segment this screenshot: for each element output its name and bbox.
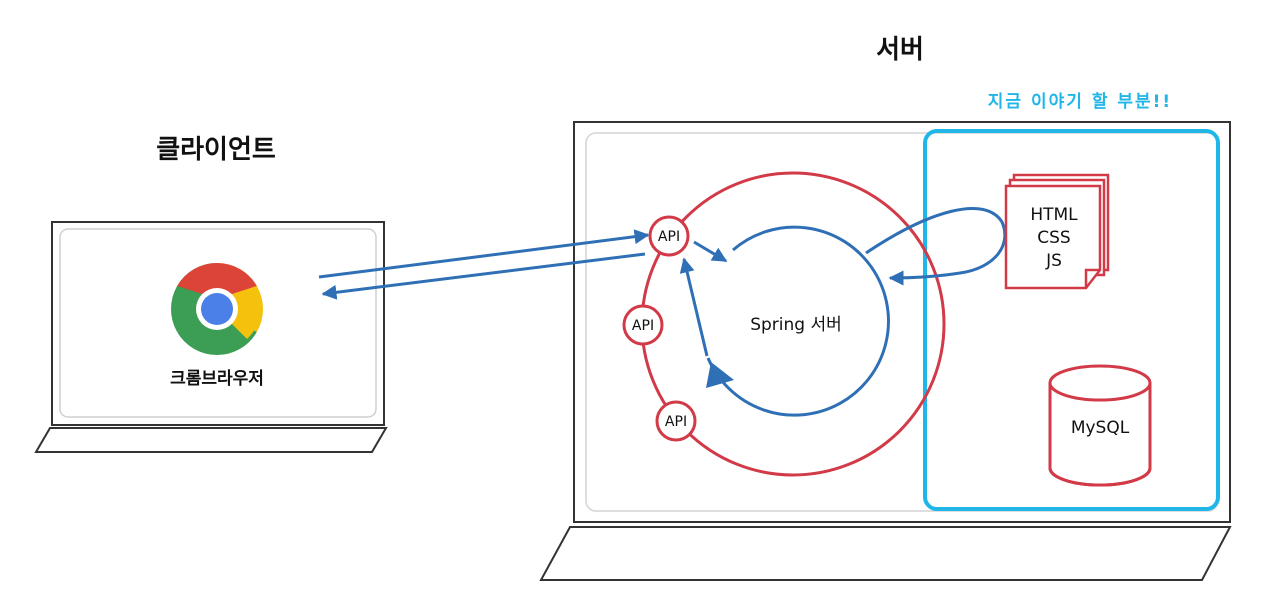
browser-label: 크롬브라우저	[170, 369, 264, 389]
api-node: API	[655, 400, 697, 442]
server-heading: 서버	[876, 35, 924, 65]
api-label: API	[665, 414, 687, 430]
file-label-html: HTML	[1030, 205, 1078, 225]
request-arrow	[318, 229, 650, 279]
client-laptop-base	[34, 427, 388, 453]
spring-cycle	[706, 225, 890, 417]
api-label: API	[658, 229, 680, 245]
database-icon	[1048, 364, 1152, 487]
api-label: API	[632, 318, 654, 334]
client-laptop	[34, 221, 388, 453]
highlight-box	[923, 129, 1220, 511]
highlight-label: 지금 이야기 할 부분!!	[988, 92, 1172, 112]
response-arrow	[321, 252, 646, 300]
server-laptop-base	[539, 526, 1232, 581]
cycle-arrowhead	[706, 362, 734, 388]
client-heading: 클라이언트	[156, 135, 276, 165]
chrome-icon	[170, 263, 264, 356]
static-files-loop	[865, 207, 1007, 286]
api-to-spring-arrow	[693, 240, 728, 263]
database-label: MySQL	[1071, 418, 1130, 438]
file-label-js: JS	[1045, 251, 1062, 271]
file-label-css: CSS	[1037, 228, 1070, 248]
spring-label: Spring 서버	[750, 315, 842, 335]
api-node: API	[648, 215, 690, 257]
document-stack	[1004, 173, 1110, 290]
api-node: API	[622, 304, 664, 346]
spring-to-api-arrow	[679, 257, 709, 357]
client-screen-inner	[59, 228, 377, 418]
